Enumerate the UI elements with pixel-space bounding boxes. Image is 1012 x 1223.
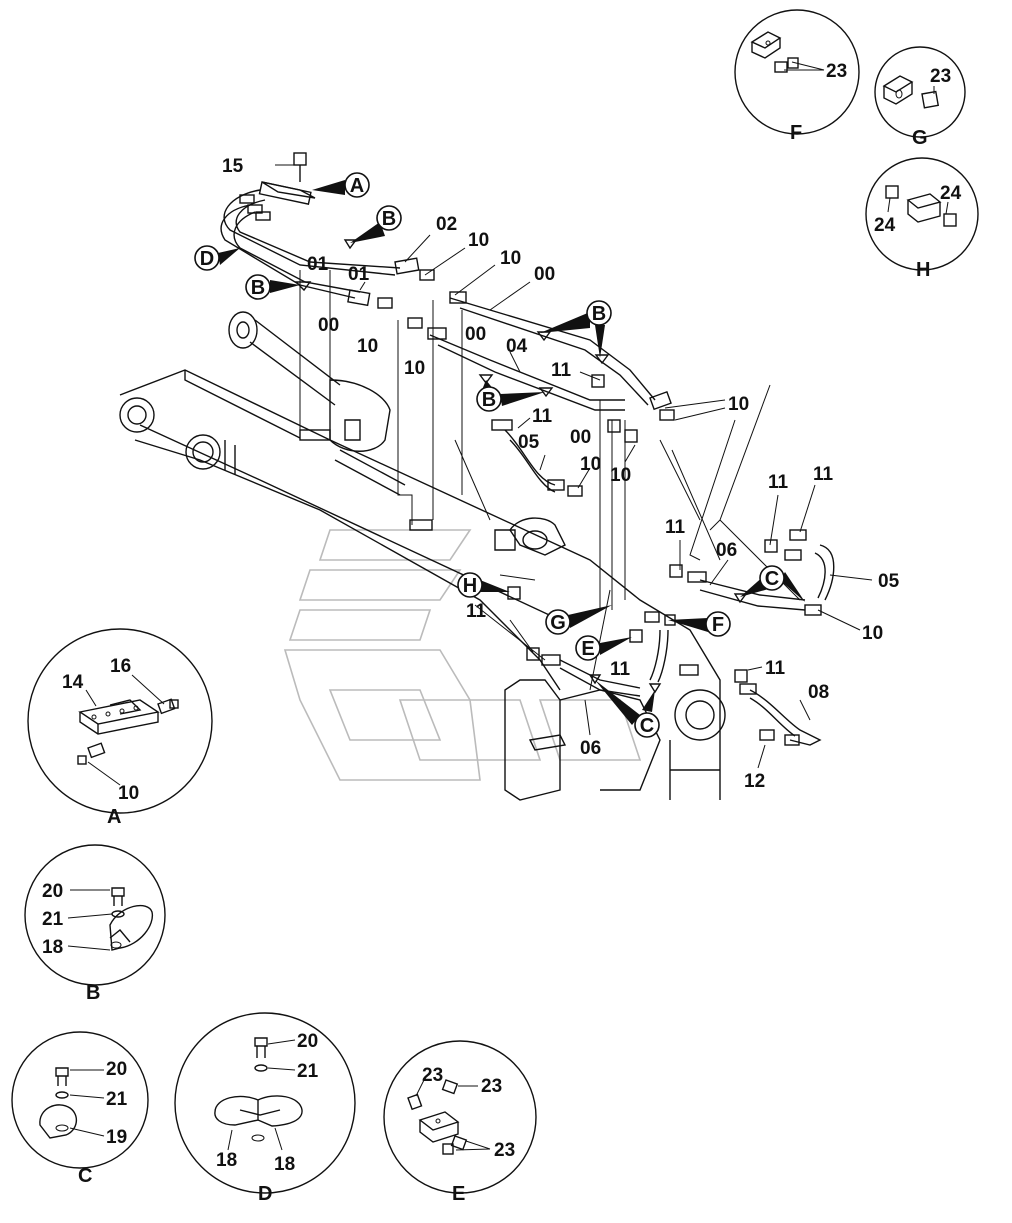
svg-text:B: B — [592, 303, 606, 325]
callout-B-4: B — [476, 380, 545, 412]
label-11: 11 — [813, 464, 834, 485]
label-06: 06 — [716, 540, 737, 561]
label-10: 10 — [728, 394, 749, 415]
label-00: 00 — [465, 324, 486, 345]
label-00: 00 — [570, 427, 591, 448]
label-08: 08 — [808, 682, 829, 703]
leader-lines — [275, 164, 873, 769]
detail-F-part-23: 23 — [826, 61, 847, 82]
detail-H-letter: H — [916, 259, 930, 281]
label-10: 10 — [610, 465, 631, 486]
detail-B-part-18: 18 — [42, 937, 63, 958]
detail-A-part-16: 16 — [110, 656, 131, 677]
detail-D-part-21: 21 — [297, 1061, 319, 1082]
label-01: 01 — [307, 254, 329, 275]
detail-H-part-24-b: 24 — [874, 215, 896, 236]
label-15: 15 — [222, 156, 244, 177]
detail-G: 23 G — [874, 46, 966, 149]
detail-G-part-23: 23 — [930, 66, 951, 87]
detail-D: 20 21 18 18 D — [174, 1012, 356, 1205]
detail-C-part-21: 21 — [106, 1089, 128, 1110]
label-10: 10 — [500, 248, 521, 269]
callout-B-2: B — [245, 274, 300, 300]
label-10: 10 — [404, 358, 425, 379]
detail-E-letter: E — [452, 1183, 465, 1205]
callout-G: G — [545, 605, 612, 635]
svg-text:B: B — [382, 208, 396, 230]
label-06: 06 — [580, 738, 601, 759]
svg-text:A: A — [350, 175, 364, 197]
callout-H: H — [457, 572, 510, 598]
label-10: 10 — [468, 230, 489, 251]
detail-C-part-20: 20 — [106, 1059, 127, 1080]
label-11: 11 — [551, 360, 572, 381]
detail-E-part-23-c: 23 — [494, 1140, 515, 1161]
callout-D: D — [194, 245, 240, 271]
detail-H-part-24-a: 24 — [940, 183, 962, 204]
detail-B-letter: B — [86, 982, 100, 1004]
label-00: 00 — [318, 315, 339, 336]
svg-text:F: F — [712, 614, 724, 636]
detail-A: 14 16 10 A — [27, 628, 213, 828]
detail-D-part-18-a: 18 — [216, 1150, 237, 1171]
label-10: 10 — [580, 454, 601, 475]
detail-C-part-19: 19 — [106, 1127, 127, 1148]
label-11: 11 — [765, 658, 786, 679]
callout-C-1: C — [740, 565, 805, 602]
svg-text:G: G — [550, 612, 566, 634]
svg-text:D: D — [200, 248, 214, 270]
detail-D-part-20: 20 — [297, 1031, 318, 1052]
svg-text:B: B — [482, 389, 496, 411]
callouts: A B D B B B — [194, 172, 805, 738]
label-11: 11 — [610, 659, 631, 680]
detail-A-part-10: 10 — [118, 783, 139, 804]
svg-text:C: C — [640, 715, 654, 737]
detail-D-letter: D — [258, 1183, 272, 1205]
callout-E: E — [575, 635, 632, 661]
detail-C-letter: C — [78, 1165, 92, 1187]
label-11: 11 — [768, 472, 789, 493]
detail-E-part-23-b: 23 — [481, 1076, 502, 1097]
detail-B-part-21: 21 — [42, 909, 64, 930]
label-10: 10 — [862, 623, 883, 644]
fittings — [239, 152, 822, 746]
label-04: 04 — [506, 336, 528, 357]
detail-A-letter: A — [107, 806, 121, 828]
callout-C-2: C — [595, 680, 660, 738]
label-11: 11 — [665, 517, 686, 538]
svg-text:H: H — [463, 575, 477, 597]
label-10: 10 — [357, 336, 378, 357]
svg-text:E: E — [581, 638, 594, 660]
detail-C: 20 21 19 C — [11, 1031, 149, 1187]
label-02: 02 — [436, 214, 457, 235]
detail-H: 24 24 H — [865, 157, 979, 281]
detail-B: 20 21 18 B — [24, 844, 166, 1004]
watermark — [283, 529, 642, 781]
detail-E-part-23-a: 23 — [422, 1065, 443, 1086]
svg-text:B: B — [251, 277, 265, 299]
callout-F: F — [668, 611, 731, 637]
detail-G-letter: G — [912, 127, 928, 149]
label-11: 11 — [466, 601, 487, 622]
main-labels: 15 02 10 01 01 00 10 10 00 00 10 04 11 1… — [222, 156, 900, 792]
label-00: 00 — [534, 264, 555, 285]
label-05: 05 — [518, 432, 540, 453]
boom — [119, 311, 726, 801]
callout-B-1: B — [350, 205, 402, 243]
detail-F: 23 F — [734, 9, 860, 144]
detail-A-part-14: 14 — [62, 672, 84, 693]
svg-text:C: C — [765, 568, 779, 590]
detail-B-part-20: 20 — [42, 881, 63, 902]
detail-F-letter: F — [790, 122, 802, 144]
callout-B-3: B — [540, 300, 612, 358]
label-01: 01 — [348, 264, 370, 285]
label-05: 05 — [878, 571, 900, 592]
detail-E: 23 23 23 E — [383, 1040, 537, 1205]
callout-A: A — [312, 172, 370, 198]
label-12: 12 — [744, 771, 765, 792]
label-11: 11 — [532, 406, 553, 427]
detail-D-part-18-b: 18 — [274, 1154, 295, 1175]
